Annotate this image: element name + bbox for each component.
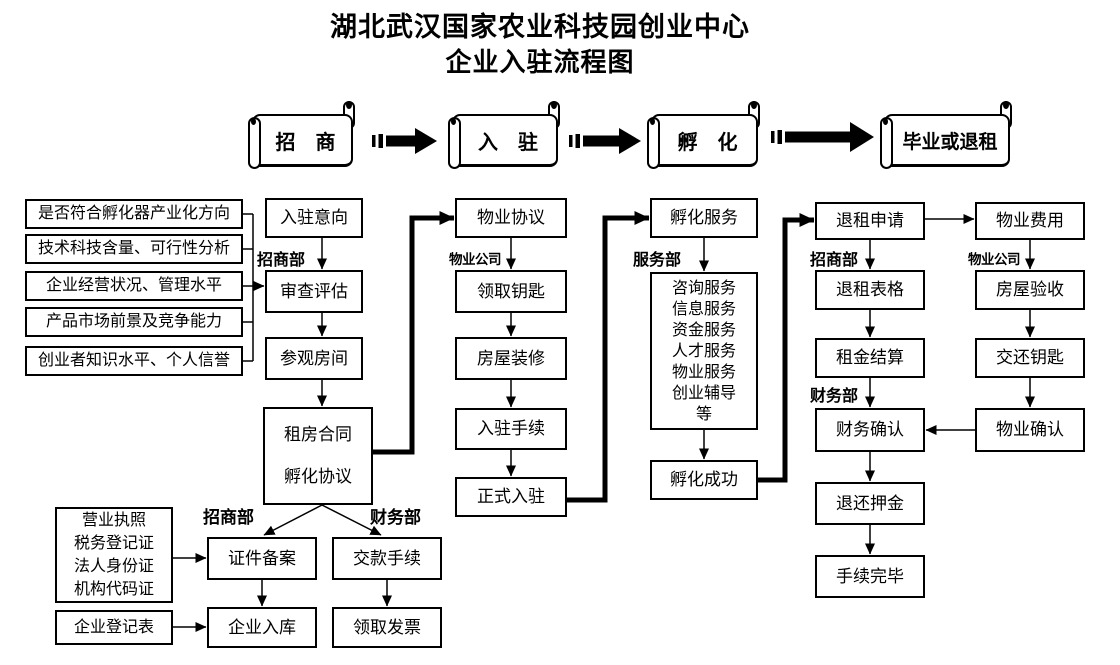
dept-label-wuye-gongsi-col6: 物业公司: [968, 252, 1021, 268]
thin-arrows: [173, 214, 1035, 632]
node-enterprise-database-entry: 企业入库: [207, 607, 317, 648]
thick-connectors: [373, 211, 815, 503]
node-finance-confirmation: 财务确认: [815, 408, 925, 452]
criteria-bracket: [243, 213, 265, 362]
node-procedure-complete: 手续完毕: [815, 555, 925, 598]
banner-zhaoshang: 招 商: [248, 101, 355, 169]
node-rent-settlement: 租金结算: [815, 338, 925, 378]
dept-label-zhaoshangbu-col5: 招商部: [810, 250, 859, 269]
dept-label-caiwubu-col5: 财务部: [810, 386, 859, 405]
page-title-line2: 企业入驻流程图: [445, 48, 635, 78]
node-property-confirmation: 物业确认: [975, 408, 1085, 452]
criteria-tech-feasibility: 技术科技含量、可行性分析: [25, 234, 243, 264]
node-room-renovation: 房屋装修: [455, 337, 567, 380]
page-title-line1: 湖北武汉国家农业科技园创业中心: [330, 12, 750, 43]
criteria-market-competitiveness: 产品市场前景及竞争能力: [25, 307, 243, 337]
node-incubation-success: 孵化成功: [650, 460, 758, 500]
node-entry-intention: 入驻意向: [265, 198, 363, 238]
scroll-left-roll-icon: [880, 117, 893, 169]
node-property-fees: 物业费用: [975, 202, 1085, 240]
dept-label-zhaoshangbu-col2: 招商部: [257, 250, 306, 269]
scroll-body: [452, 114, 558, 167]
criteria-operation-management: 企业经营状况、管理水平: [25, 271, 243, 301]
banner-ruzhu: 入 驻: [448, 101, 560, 169]
banner-ruzhu-label: 入 驻: [478, 130, 538, 154]
banner-biye-label: 毕业或退租: [902, 131, 998, 153]
node-service-list: 咨询服务 信息服务 资金服务 人才服务 物业服务 创业辅导 等: [650, 272, 758, 430]
node-document-filing: 证件备案: [207, 537, 317, 580]
scroll-left-roll-icon: [647, 117, 660, 169]
dept-label-zhaoshangbu-bottom: 招商部: [203, 508, 254, 528]
node-visit-rooms: 参观房间: [265, 337, 363, 380]
block-arrow-3: [771, 122, 874, 152]
node-review-assessment: 审查评估: [265, 270, 363, 313]
node-lease-incubation-agreement: 租房合同 孵化协议: [263, 407, 373, 505]
scroll-left-roll-icon: [248, 117, 261, 169]
node-enterprise-registration-form: 企业登记表: [55, 610, 173, 645]
scroll-body: [651, 114, 758, 167]
criteria-founder-reputation: 创业者知识水平、个人信誉: [25, 346, 243, 376]
banner-zhaoshang-label: 招 商: [275, 130, 336, 154]
banner-fuhua-label: 孵 化: [677, 130, 738, 154]
dept-label-fuwubu: 服务部: [633, 250, 682, 269]
node-termination-form: 退租表格: [815, 270, 925, 310]
node-property-agreement: 物业协议: [455, 198, 567, 238]
scroll-left-roll-icon: [448, 117, 461, 169]
dept-label-wuye-gongsi-col3: 物业公司: [449, 252, 502, 268]
scroll-body: [252, 114, 353, 167]
block-arrow-1: [372, 128, 437, 154]
banner-biye: 毕业或退租: [880, 101, 1012, 169]
node-license-documents: 营业执照 税务登记证 法人身份证 机构代码证: [55, 507, 173, 603]
banner-block-arrows: [372, 122, 874, 154]
node-receive-invoice: 领取发票: [332, 607, 442, 648]
node-deposit-refund: 退还押金: [815, 482, 925, 525]
banner-fuhua: 孵 化: [647, 101, 760, 169]
node-return-keys: 交还钥匙: [975, 338, 1085, 378]
node-receive-keys: 领取钥匙: [455, 270, 567, 313]
node-room-inspection: 房屋验收: [975, 270, 1085, 310]
criteria-incubator-direction: 是否符合孵化器产业化方向: [25, 199, 243, 229]
block-arrow-2: [569, 128, 641, 154]
node-official-entry: 正式入驻: [455, 477, 567, 517]
node-payment-procedure: 交款手续: [332, 537, 442, 580]
node-entry-procedure: 入驻手续: [455, 408, 567, 450]
node-lease-termination-request: 退租申请: [815, 202, 925, 240]
node-incubation-service: 孵化服务: [650, 198, 758, 238]
dept-label-caiwubu-bottom: 财务部: [370, 508, 421, 528]
